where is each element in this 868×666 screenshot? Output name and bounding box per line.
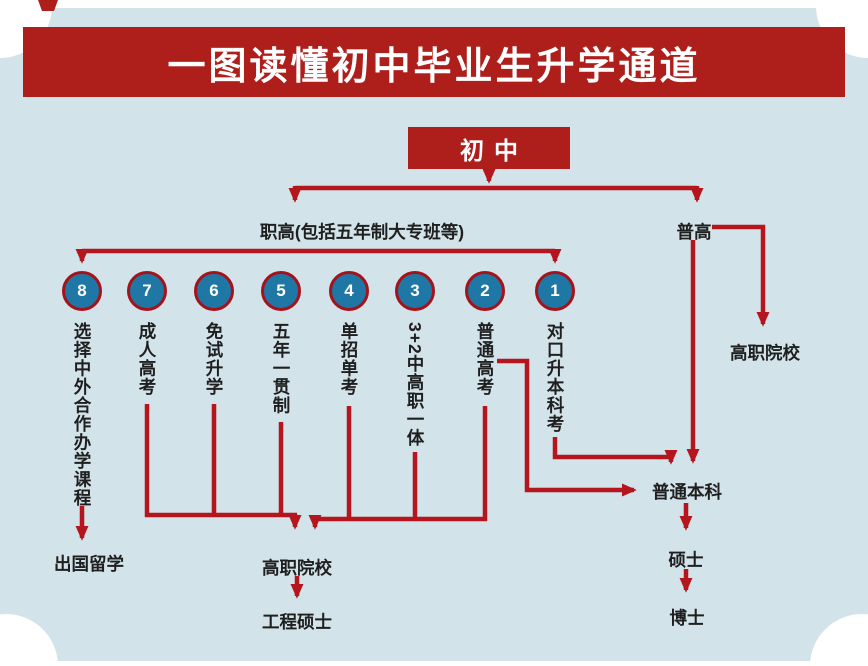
channel-label-6: 免试升学 — [204, 322, 224, 396]
channel-circle-1: 1 — [535, 271, 575, 311]
channel-circle-7: 7 — [127, 271, 167, 311]
root-node-label: 初中 — [460, 137, 528, 165]
outcome-study-abroad: 出国留学 — [54, 554, 124, 574]
channel-label-4: 单招单考 — [339, 322, 359, 396]
page-title: 一图读懂初中毕业生升学通道 — [167, 45, 701, 88]
background-panel — [0, 8, 868, 661]
outcome-engineering-master: 工程硕士 — [262, 612, 332, 632]
channel-circle-6: 6 — [194, 271, 234, 311]
channel-label-7: 成人高考 — [137, 322, 157, 396]
outcome-doctor: 博士 — [669, 608, 705, 628]
channel-label-2: 普通高考 — [475, 322, 495, 396]
channel-label-5: 五年一贯制 — [271, 322, 291, 415]
outcome-regular-undergraduate: 普通本科 — [652, 482, 722, 502]
channel-circle-3: 3 — [395, 271, 435, 311]
channel-label-1: 对口升本科考 — [545, 322, 565, 433]
channel-label-8: 选择中外合作办学课程 — [72, 322, 92, 507]
channel-circle-2: 2 — [465, 271, 505, 311]
title-banner: 一图读懂初中毕业生升学通道 — [23, 27, 845, 97]
ribbon-fold-decoration — [38, 0, 58, 11]
outcome-vocational-college-mid: 高职院校 — [262, 558, 332, 578]
root-node-junior-high: 初中 — [408, 127, 570, 169]
outcome-master: 硕士 — [668, 550, 704, 570]
channel-circle-8: 8 — [62, 271, 102, 311]
channel-label-3: 3+2中高职一体 — [405, 322, 425, 448]
channel-circle-4: 4 — [329, 271, 369, 311]
channel-circle-5: 5 — [261, 271, 301, 311]
branch-label-vocational-high: 职高(包括五年制大专班等) — [259, 222, 465, 242]
outcome-vocational-college-right: 高职院校 — [730, 343, 800, 363]
branch-label-regular-high: 普高 — [676, 222, 712, 242]
